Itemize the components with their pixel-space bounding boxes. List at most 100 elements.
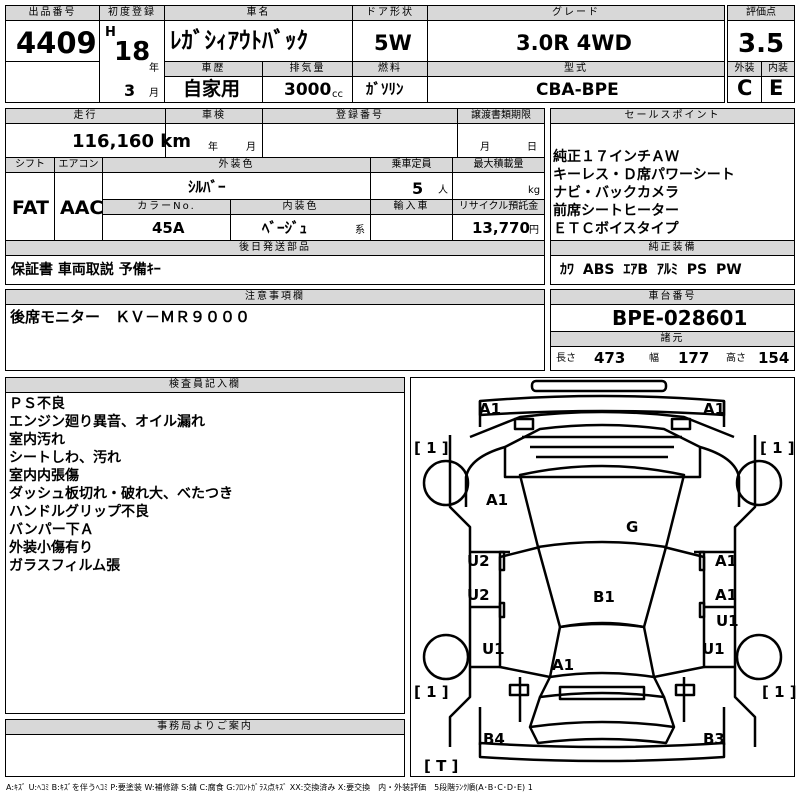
damage-mark: A1 [715,552,738,570]
model-header: 型式 [428,62,724,77]
door-type: 5W [374,31,412,55]
car-name-header: 車名 [165,6,352,21]
width: 177 [678,349,710,367]
sales-point-line: 純正１７インチＡＷ [553,149,679,165]
inspector-note-line: ハンドルグリップ不良 [9,504,149,520]
lot-number: 4409 [16,26,97,60]
inspection-month-unit: 月 [246,142,256,153]
inspector-note-line: シートしわ、汚れ [9,450,121,466]
inspector-block [5,377,405,714]
caution-header: 注意事項欄 [6,290,544,305]
inspector-note-line: エンジン廻り異音、オイル漏れ [9,414,205,430]
int-color-unit: 系 [355,225,365,236]
mileage-header: 走行 [6,109,165,124]
inspector-note-line: 室内内張傷 [9,468,79,484]
inspector-note-line: バンパー下Ａ [9,522,94,538]
height-label: 高さ [726,353,746,364]
inspector-note-line: ガラスフィルム張 [9,558,121,574]
damage-mark: B1 [593,588,615,606]
caution-text: 後席モニター ＫＶ－ＭＲ９０００ [10,308,251,326]
inspection-header: 車検 [166,109,262,124]
inspector-note-line: ＰＳ不良 [9,396,65,412]
score-header: 評価点 [728,6,794,21]
damage-mark: U2 [467,586,490,604]
inspector-note-line: ダッシュ板切れ・破れ大、べたつき [9,486,233,502]
sales-point-line: ナビ・バックカメラ [553,185,679,201]
damage-mark: A1 [703,400,726,418]
chassis-block [550,289,795,371]
spec-header: 諸元 [551,332,794,347]
history-header: 車歴 [165,62,262,77]
era: H [105,25,116,40]
damage-mark: G [626,518,639,536]
model: CBA-BPE [536,80,619,100]
first-reg-header: 初度登録 [100,6,164,21]
sales-point-line: 前席シートヒーター [553,203,679,219]
damage-mark: B4 [483,730,505,748]
damage-mark: [ T ] [424,757,459,775]
disp-header: 排気量 [263,62,352,77]
shift-header: シフト [6,158,54,173]
equipment-block [550,240,795,285]
capacity-unit: 人 [438,185,448,196]
ext-grade: C [737,76,753,100]
caution-block [5,289,545,371]
capacity: 5 [412,179,424,198]
import-header: 輸入車 [371,200,452,215]
sales-point-line: キーレス・Ｄ席パワーシート [553,167,735,183]
lot-number-header: 出品番号 [6,6,99,21]
exterior-color: ｼﾙﾊﾞｰ [188,178,226,196]
mileage: 116,160 km [72,131,191,152]
year-unit: 年 [149,63,159,74]
damage-mark: [ 1 ] [414,439,449,457]
damage-mark: [ 1 ] [414,683,449,701]
length-label: 長さ [556,353,576,364]
damage-mark: [ 1 ] [762,683,797,701]
transfer-month-unit: 月 [480,142,490,153]
detail-block [5,108,545,285]
fuel-header: 燃料 [353,62,427,77]
office-header: 事務局よりご案内 [6,720,404,735]
chassis-header: 車台番号 [551,290,794,305]
car-name: ﾚｶﾞｼｨｱｳﾄﾊﾞｯｸ [170,28,308,54]
month-unit: 月 [149,88,159,99]
capacity-header: 乗車定員 [371,158,452,173]
int-grade: E [769,76,784,100]
fuel: ｶﾞｿﾘﾝ [366,80,404,98]
damage-diagram-frame [410,377,795,777]
damage-mark: B3 [703,730,725,748]
width-label: 幅 [649,353,659,364]
later-parts: 保証書 車両取説 予備ｷｰ [11,262,161,278]
inspector-header: 検査員記入欄 [6,378,404,393]
inspector-note-line: 外装小傷有り [9,540,93,556]
color-header: 外装色 [103,158,370,173]
height: 154 [758,349,790,367]
grade-header: グレード [428,6,724,21]
door-header: ドア形状 [353,6,427,21]
recycle-header: リサイクル預託金 [453,200,544,215]
inspector-note-line: 室内汚れ [9,432,65,448]
recycle-fee: 13,770 [472,219,530,237]
header-block [5,5,725,103]
air-conditioner: AAC [60,197,104,219]
score: 3.5 [738,29,785,59]
inspection-year-unit: 年 [208,142,218,153]
load-header: 最大積載量 [453,158,544,173]
recycle-unit: 円 [529,225,539,236]
ext-header: 外装 [728,62,761,77]
ac-header: エアコン [55,158,102,173]
office-block [5,719,405,777]
damage-mark: [ 1 ] [760,439,795,457]
legend: A:ｷｽﾞ U:ﾍｺﾐ B:ｷｽﾞを伴うﾍｺﾐ P:要塗装 W:補修跡 S:錆 … [6,783,533,792]
chassis-number: BPE-028601 [612,306,748,330]
disp-unit: cc [332,89,343,100]
damage-mark: U1 [716,612,739,630]
color-no-header: カラーNo. [103,200,230,215]
damage-mark: U2 [467,552,490,570]
damage-mark: A1 [552,656,575,674]
first-reg-month: 3 [124,81,136,100]
shift: FAT [12,197,49,219]
damage-mark: U1 [702,640,725,658]
load-unit: kg [528,185,541,196]
color-number: 45A [152,219,185,237]
